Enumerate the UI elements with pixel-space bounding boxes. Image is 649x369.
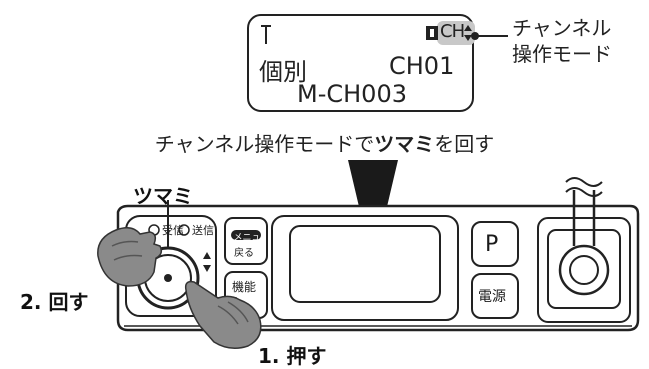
caption-pre: チャンネル操作モードで bbox=[154, 132, 375, 156]
led-send-label: 送信 bbox=[192, 224, 214, 237]
ch-indicator: CH bbox=[440, 21, 465, 42]
radio-front-panel bbox=[116, 177, 640, 332]
antenna-icon bbox=[261, 25, 271, 44]
step2-label: 2. 回す bbox=[20, 290, 89, 314]
callout-leader-line bbox=[471, 32, 508, 40]
knob-label: ツマミ bbox=[133, 184, 193, 208]
ch-indicator-highlight bbox=[437, 21, 475, 45]
pressing-hand-icon bbox=[184, 280, 262, 349]
lcd-line2-right: CH01 bbox=[389, 52, 455, 80]
dial-mode-icon bbox=[426, 26, 438, 40]
lcd-line3: M-CH003 bbox=[297, 80, 407, 108]
power-button[interactable]: 電源 bbox=[478, 289, 506, 305]
p-button[interactable]: P bbox=[485, 232, 499, 257]
step1-label: 1. 押す bbox=[258, 344, 327, 368]
caption-bold: ツマミ bbox=[374, 132, 435, 156]
back-label: 戻る bbox=[234, 248, 254, 259]
callout-label-line1: チャンネル bbox=[512, 16, 612, 40]
callout-label-line2: 操作モード bbox=[512, 42, 612, 66]
menu-button-label[interactable]: メニュー bbox=[233, 233, 261, 256]
instruction-caption: チャンネル操作モードでツマミを回す bbox=[0, 128, 649, 157]
up-down-arrow-icon bbox=[464, 25, 472, 41]
function-button-label[interactable]: 機能 bbox=[232, 280, 257, 294]
lcd-display-callout: CH 個別 CH01 M-CH003 bbox=[247, 14, 475, 112]
caption-post: を回す bbox=[434, 132, 495, 156]
led-receive-label: 受信 bbox=[162, 224, 184, 237]
rotating-hand-icon bbox=[97, 227, 163, 287]
lcd-line2-left: 個別 bbox=[259, 58, 307, 86]
